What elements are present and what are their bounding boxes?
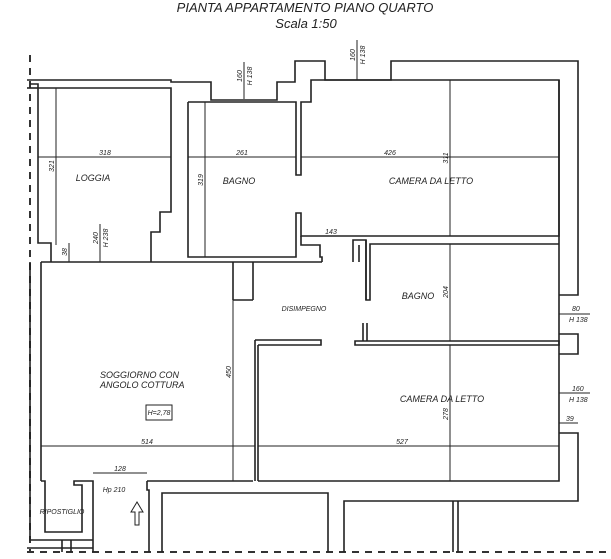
- room-label-ripostiglio: RIPOSTIGLIO: [40, 509, 85, 516]
- dim-soggiorno-height: 450: [226, 366, 233, 378]
- dim-camera-window-width: 160: [350, 49, 357, 61]
- dim-bagno-height: 319: [198, 174, 205, 186]
- entrance-label: Hp 210: [103, 487, 126, 494]
- room-label-camera-da-letto-2: CAMERA DA LETTO: [400, 394, 484, 404]
- plan-scale: Scala 1:50: [275, 16, 337, 31]
- walls: [27, 60, 579, 552]
- height-tag-box: [145, 404, 173, 421]
- dimension-lines: [38, 80, 578, 481]
- entrance-arrow-icon: [130, 501, 144, 526]
- dim-camera2-width: 527: [396, 439, 409, 446]
- room-label-angolo-cottura: ANGOLO COTTURA: [99, 380, 185, 390]
- dim-bagno-width: 261: [235, 150, 248, 157]
- room-label-loggia: LOGGIA: [76, 173, 111, 183]
- dim-camera2-window-height: H 138: [569, 397, 588, 404]
- dim-camera-width: 426: [384, 150, 396, 157]
- dim-loggia-step: 38: [62, 248, 69, 256]
- ceiling-height-tag: H=2,78: [148, 410, 171, 417]
- dim-loggia-width: 318: [99, 150, 111, 157]
- room-label-soggiorno: SOGGIORNO CON: [100, 370, 180, 380]
- dim-bagno-window-height: H 138: [247, 67, 254, 86]
- dim-soggiorno-width: 514: [141, 439, 153, 446]
- window-marks: [99, 40, 590, 394]
- dim-door: 128: [114, 466, 126, 473]
- dim-wall: 39: [566, 416, 574, 423]
- room-label-camera-da-letto: CAMERA DA LETTO: [389, 176, 473, 186]
- dim-loggia-window-width: 240: [93, 232, 100, 245]
- room-label-disimpegno: DISIMPEGNO: [282, 306, 327, 313]
- dim-bagno2-height: 204: [443, 286, 450, 299]
- dim-bagno2-window-height: H 138: [569, 317, 588, 324]
- room-label-bagno-2: BAGNO: [402, 291, 435, 301]
- dim-corridor: 143: [325, 229, 337, 236]
- plan-title: PIANTA APPARTAMENTO PIANO QUARTO: [177, 0, 434, 15]
- dim-camera-window-height: H 138: [360, 46, 367, 65]
- dim-camera2-height: 278: [443, 408, 450, 421]
- dim-bagno-window-width: 160: [237, 70, 244, 82]
- dim-bagno2-window-width: 80: [572, 306, 580, 313]
- dim-loggia-window-height: H 238: [103, 229, 110, 248]
- room-label-bagno: BAGNO: [223, 176, 256, 186]
- dim-camera2-window-width: 160: [572, 386, 584, 393]
- dim-loggia-height: 321: [49, 160, 56, 172]
- dim-camera-height: 311: [443, 152, 450, 163]
